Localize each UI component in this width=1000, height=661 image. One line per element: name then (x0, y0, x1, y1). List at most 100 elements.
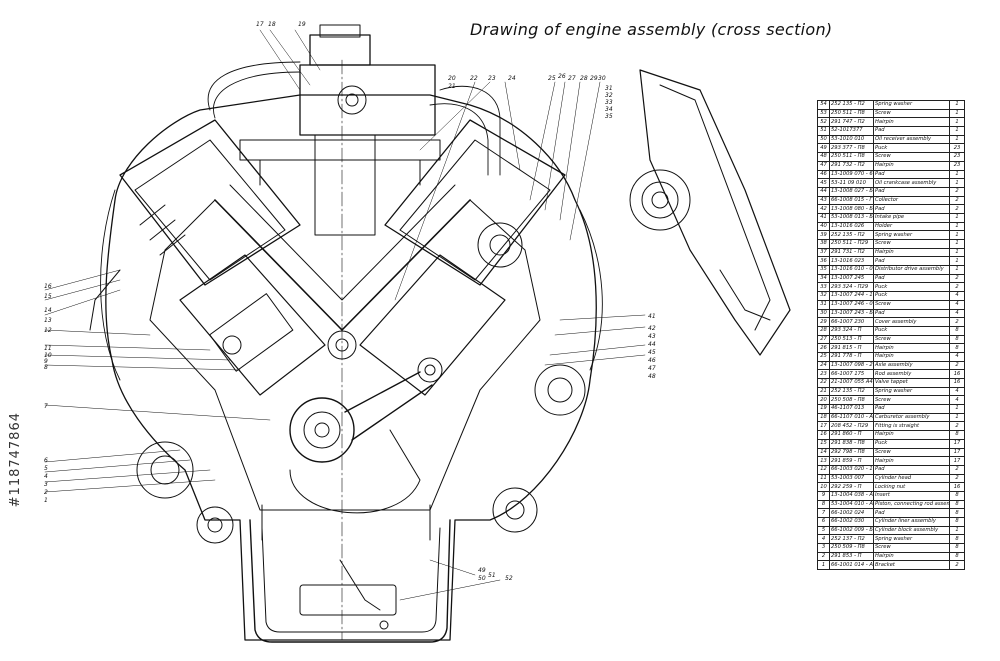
parts-cell-name: Hairpin (873, 430, 950, 440)
callout-12: 12 (44, 327, 52, 334)
callout-27: 27 (568, 75, 576, 82)
parts-cell-pos: 41 (817, 212, 830, 223)
parts-cell-pos: 10 (817, 482, 830, 492)
parts-cell-pos: 32 (817, 291, 830, 301)
parts-cell-pos: 19 (817, 404, 830, 414)
parts-cell-pos: 51 (817, 126, 830, 136)
callout-18: 18 (268, 21, 276, 28)
parts-cell-name: Valve tappet (873, 378, 950, 388)
parts-cell-qty: 8 (949, 517, 965, 527)
callout-13: 13 (44, 317, 52, 324)
parts-cell-name: Screw (873, 543, 950, 553)
parts-cell-qty: 1 (949, 525, 965, 536)
parts-cell-qty: 4 (949, 308, 965, 319)
parts-cell-qty: 16 (949, 482, 965, 492)
parts-cell-pos: 47 (817, 160, 830, 171)
parts-cell-code: 208 452 - П29 (829, 421, 874, 432)
callout-43: 43 (648, 333, 656, 340)
left-accessories (89, 269, 234, 544)
parts-cell-qty: 1 (949, 230, 965, 240)
parts-cell-qty: 16 (949, 378, 965, 388)
parts-cell-qty: 16 (949, 369, 965, 379)
parts-cell-code: 252 135 - П2 (829, 386, 874, 397)
parts-cell-name: Pad (873, 126, 950, 136)
parts-cell-qty: 1 (949, 221, 965, 232)
parts-cell-code: 53-11 09 010 (829, 178, 874, 188)
parts-cell-pos: 16 (817, 430, 830, 440)
callout-4: 4 (44, 473, 48, 480)
callout-50: 50 (478, 575, 486, 582)
parts-cell-name: Puck (873, 291, 950, 301)
parts-cell-name: Pad (873, 204, 950, 214)
parts-cell-pos: 35 (817, 265, 830, 275)
parts-cell-name: Screw (873, 299, 950, 310)
parts-cell-qty: 23 (949, 160, 965, 171)
parts-cell-code: 292 798 - П8 (829, 447, 874, 458)
parts-cell-code: 293 377 - П8 (829, 143, 874, 154)
parts-cell-pos: 6 (817, 517, 830, 527)
callout-32: 32 (605, 92, 613, 99)
parts-cell-code: 13-1007 243 - Б (829, 308, 874, 319)
parts-cell-qty: 2 (949, 360, 965, 371)
parts-cell-name: Bracket (873, 560, 950, 571)
parts-cell-pos: 33 (817, 282, 830, 293)
callout-2: 2 (44, 489, 48, 496)
parts-cell-pos: 48 (817, 152, 830, 162)
parts-cell-code: 66-1003 020 - 10 (829, 464, 874, 475)
cylinder-block (149, 184, 541, 541)
parts-cell-pos: 4 (817, 534, 830, 545)
oil-pan (249, 519, 451, 643)
callout-30: 30 (598, 75, 606, 82)
parts-cell-name: Screw (873, 395, 950, 406)
parts-cell-name: Pad (873, 404, 950, 414)
parts-cell-pos: 46 (817, 169, 830, 180)
parts-cell-pos: 27 (817, 334, 830, 345)
parts-cell-qty: 4 (949, 351, 965, 362)
parts-cell-name: Pad (873, 256, 950, 267)
parts-cell-name: Pad (873, 508, 950, 518)
parts-cell-qty: 1 (949, 108, 965, 119)
callout-19: 19 (298, 21, 306, 28)
parts-cell-code: 13-1009 070 - 61 (829, 169, 874, 180)
parts-cell-name: Oil receiver assembly (873, 134, 950, 145)
parts-cell-pos: 11 (817, 473, 830, 484)
parts-cell-code: 291 838 - П8 (829, 438, 874, 449)
parts-cell-qty: 8 (949, 551, 965, 562)
parts-cell-code: 13-1007 244 - 11 (829, 291, 874, 301)
parts-cell-name: Cover assembly (873, 317, 950, 327)
parts-cell-qty: 17 (949, 456, 965, 466)
parts-cell-name: Collector (873, 195, 950, 206)
callout-6: 6 (44, 457, 48, 464)
parts-cell-code: 13-1008 080 - Б (829, 204, 874, 214)
parts-cell-name: Piston, connecting rod assembly (873, 499, 950, 510)
parts-cell-code: 66-1002 030 (829, 517, 874, 527)
parts-cell-qty: 4 (949, 386, 965, 397)
parts-cell-name: Oil crankcase assembly (873, 178, 950, 188)
parts-cell-qty: 8 (949, 430, 965, 440)
parts-cell-qty: 8 (949, 499, 965, 510)
parts-cell-qty: 1 (949, 256, 965, 267)
parts-cell-code: 66-1007 175 (829, 369, 874, 379)
parts-cell-code: 66-1002 009 - Б (829, 525, 874, 536)
parts-cell-pos: 52 (817, 117, 830, 128)
callout-9: 9 (44, 358, 48, 365)
engine-outline (105, 94, 597, 641)
parts-cell-name: Cylinder block assembly (873, 525, 950, 536)
parts-cell-qty: 2 (949, 204, 965, 214)
